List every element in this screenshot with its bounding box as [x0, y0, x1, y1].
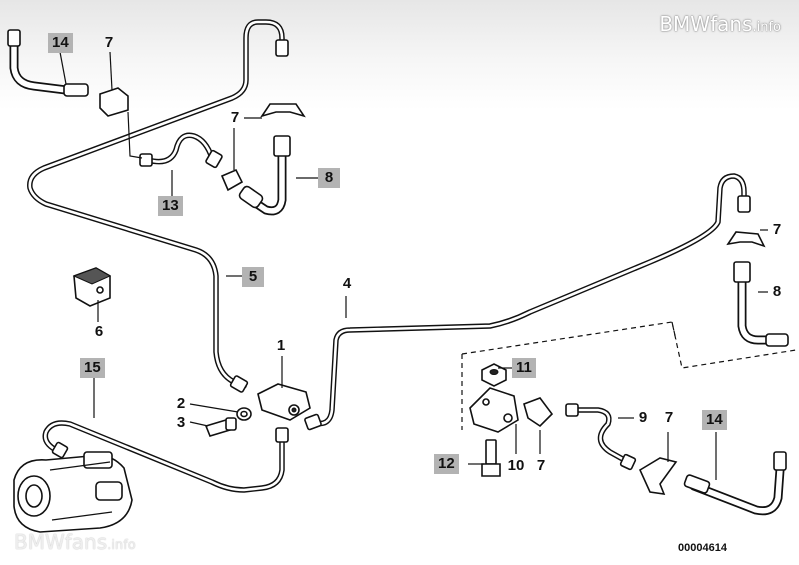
- bracket-10: [469, 387, 519, 433]
- brake-unit: [13, 451, 133, 533]
- brake-line-13: [145, 132, 215, 165]
- watermark-bottom: BMWfans.info: [14, 530, 136, 554]
- callout-5: 5: [242, 267, 264, 287]
- callout-6: 6: [94, 323, 104, 340]
- brake-line-5: [27, 19, 285, 389]
- distributor-1: [257, 383, 311, 421]
- callout-15: 15: [80, 358, 105, 378]
- bracket-7-clips: [99, 87, 766, 495]
- watermark-brand: BMWfans: [14, 530, 108, 554]
- watermark-suffix: .info: [752, 20, 781, 35]
- watermark-suffix: .info: [107, 538, 136, 553]
- leader-lines: [59, 51, 768, 480]
- callout-12: 12: [434, 454, 459, 474]
- watermark-top: BMWfans.info: [659, 12, 781, 36]
- brake-hose-14-left: [7, 29, 89, 97]
- callout-3: 3: [176, 414, 186, 431]
- brake-line-4: [309, 173, 747, 427]
- washer-2: [236, 407, 252, 421]
- callout-13: 13: [158, 196, 183, 216]
- line-fittings: [51, 39, 751, 471]
- callout-10: 10: [507, 457, 525, 474]
- watermark-brand: BMWfans: [659, 12, 753, 36]
- callout-14: 14: [48, 33, 73, 53]
- callout-8: 8: [318, 168, 340, 188]
- brake-line-9: [573, 407, 631, 465]
- brake-line-15: [42, 420, 285, 493]
- callout-1: 1: [276, 337, 286, 354]
- callout-7: 7: [664, 409, 674, 426]
- nut-11: [481, 363, 507, 387]
- clip-6: [72, 267, 112, 307]
- dashed-mount-outline: [461, 321, 797, 430]
- callout-7: 7: [536, 457, 546, 474]
- callout-7: 7: [772, 221, 782, 238]
- brake-hose-14-right: [683, 451, 787, 516]
- callout-2: 2: [176, 395, 186, 412]
- callout-11: 11: [512, 358, 536, 378]
- callout-4: 4: [342, 275, 352, 292]
- callout-8: 8: [772, 283, 782, 300]
- bolt-3: [204, 417, 237, 437]
- callout-7: 7: [230, 109, 240, 126]
- bolt-12: [481, 439, 501, 477]
- drawing-number: 00004614: [678, 542, 727, 554]
- brake-hose-8-upper: [238, 135, 291, 216]
- callout-14: 14: [702, 410, 727, 430]
- callout-7: 7: [104, 34, 114, 51]
- callout-9: 9: [638, 409, 648, 426]
- brake-hose-8-lower: [733, 261, 789, 347]
